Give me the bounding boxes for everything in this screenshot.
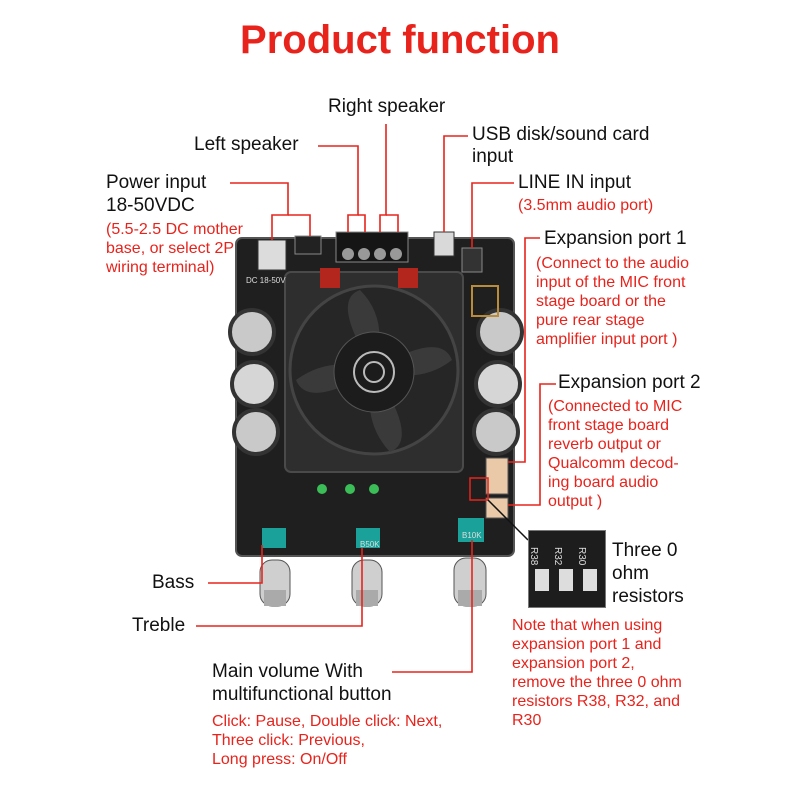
label-power-line2: 18-50VDC	[106, 195, 195, 216]
label-line-in: LINE IN input	[518, 172, 631, 193]
usb-port	[433, 231, 455, 257]
note-resistor-line1: Note that when using	[512, 617, 663, 634]
note-exp1-line2: input of the MIC front	[536, 274, 686, 291]
board-silkscreen-dc: DC 18-50V	[246, 276, 286, 285]
fan-hub	[333, 331, 415, 413]
note-exp2-line4: Qualcomm decod-	[548, 455, 679, 472]
label-usb-line1: USB disk/sound card	[472, 124, 650, 145]
note-volume-line3: Long press: On/Off	[212, 751, 347, 768]
note-exp1-line4: pure rear stage	[536, 312, 645, 329]
knob-volume	[453, 557, 487, 607]
power-terminal	[294, 235, 322, 255]
note-volume-line2: Three click: Previous,	[212, 732, 365, 749]
note-resistor-line3: expansion port 2,	[512, 655, 635, 672]
label-treble: Treble	[132, 615, 186, 636]
note-exp2-line3: reverb output or	[548, 436, 661, 453]
note-exp2-line6: output )	[548, 493, 603, 510]
label-main-volume-line1: Main volume With	[212, 661, 363, 682]
label-bass: Bass	[152, 572, 195, 593]
note-exp1-line3: stage board or the	[536, 293, 666, 310]
note-power-line3: wiring terminal)	[106, 259, 215, 276]
note-volume-line1: Click: Pause, Double click: Next,	[212, 713, 443, 730]
note-power-line2: base, or select 2P	[106, 240, 235, 257]
label-expansion-port-2: Expansion port 2	[558, 372, 701, 393]
note-resistor-line5: resistors R38, R32, and	[512, 693, 681, 710]
note-exp2-line5: ing board audio	[548, 474, 659, 491]
expansion-header-1	[485, 457, 509, 495]
note-power-line1: (5.5-2.5 DC mother	[106, 221, 243, 238]
resistor-code-r30: R30	[576, 547, 587, 566]
note-resistor-line6: R30	[512, 712, 542, 729]
knob-bass	[259, 559, 291, 607]
capacitors-left	[228, 308, 280, 456]
fan-logo	[353, 351, 395, 393]
note-resistor-line4: remove the three 0 ohm	[512, 674, 682, 691]
note-exp1-line5: amplifier input port )	[536, 331, 678, 348]
resistor-code-r38: R38	[529, 547, 539, 566]
dc-jack	[257, 239, 287, 271]
label-expansion-port-1: Expansion port 1	[544, 228, 687, 249]
note-exp1-line1: (Connect to the audio	[536, 255, 689, 272]
label-resistors-line3: resistors	[612, 586, 684, 607]
label-resistors-line1: Three 0	[612, 540, 678, 561]
label-resistors-line2: ohm	[612, 563, 649, 584]
resistor-code-r32: R32	[552, 547, 563, 566]
note-exp2-line1: (Connected to MIC	[548, 398, 683, 415]
aux-jack	[461, 247, 483, 273]
label-right-speaker: Right speaker	[328, 96, 446, 117]
leader-lines	[196, 124, 556, 673]
note-line-in: (3.5mm audio port)	[518, 197, 654, 214]
resistor-closeup: R38 R32 R30	[528, 530, 606, 608]
knob-treble	[351, 559, 383, 607]
page-title: Product function	[240, 18, 560, 62]
capacitors-right	[472, 308, 524, 456]
label-power-line1: Power input	[106, 172, 207, 193]
knob-mark-2: B10K	[462, 531, 482, 540]
note-resistor-line2: expansion port 1 and	[512, 636, 662, 653]
knob-mark-1: B50K	[360, 540, 380, 549]
bluetooth-antenna	[471, 285, 499, 317]
label-usb-line2: input	[472, 146, 514, 167]
label-main-volume-line2: multifunctional button	[212, 684, 392, 705]
note-exp2-line2: front stage board	[548, 417, 669, 434]
label-left-speaker: Left speaker	[194, 134, 299, 155]
